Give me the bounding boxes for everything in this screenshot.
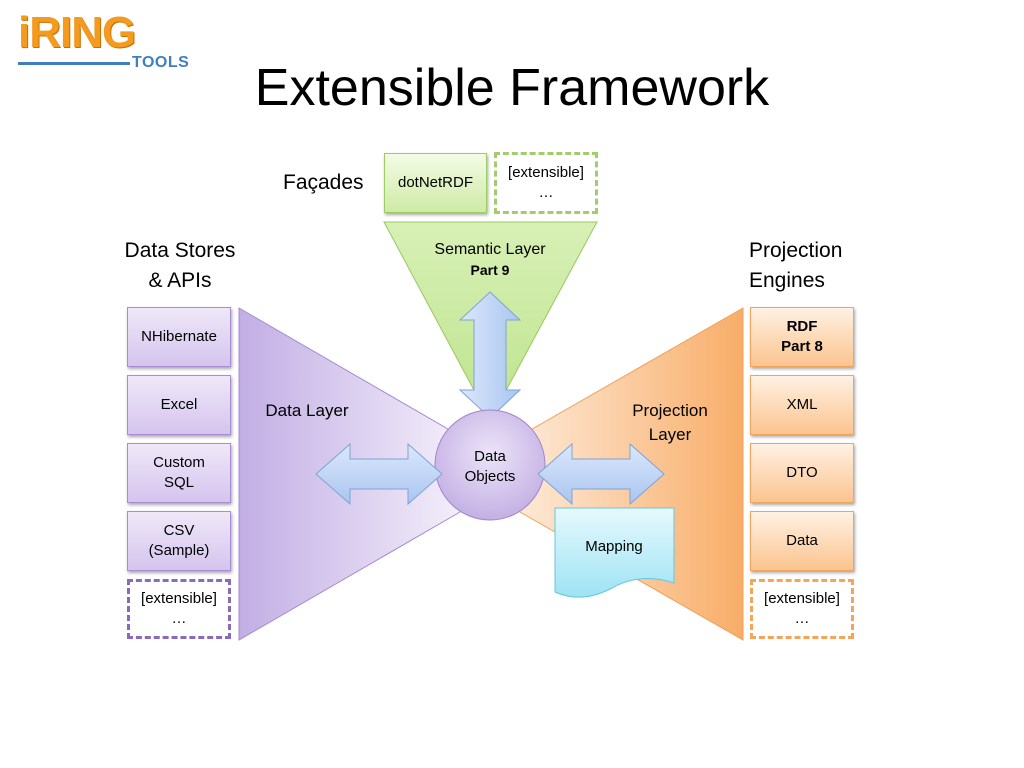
data-store-label-line1: CSV xyxy=(163,522,195,539)
projection-label: Data xyxy=(786,532,818,549)
semantic-layer-label: Semantic Layer xyxy=(434,241,546,258)
projection-box-dto: DTO xyxy=(750,443,854,503)
data-store-extensible-line1: [extensible] xyxy=(141,590,217,607)
projection-label: XML xyxy=(786,396,818,413)
projection-label-line2: Part 8 xyxy=(781,338,823,355)
facade-extensible-line1: [extensible] xyxy=(508,164,584,181)
projection-extensible-box: [extensible] … xyxy=(750,579,854,639)
projection-engines-heading-line1: Projection xyxy=(749,239,843,262)
facade-extensible-box: [extensible] … xyxy=(494,152,598,214)
projection-layer-label-line1: Projection xyxy=(632,401,708,420)
projection-label-line1: RDF xyxy=(786,318,818,335)
projection-layer-label-line2: Layer xyxy=(649,425,692,444)
data-store-extensible-line2: … xyxy=(171,610,187,627)
data-objects-circle xyxy=(434,409,546,521)
data-stores-heading-line2: & APIs xyxy=(148,269,212,292)
data-store-box-custom-sql: Custom SQL xyxy=(127,443,231,503)
projection-label: DTO xyxy=(786,464,818,481)
projection-box-rdf: RDF Part 8 xyxy=(750,307,854,367)
data-layer-label: Data Layer xyxy=(265,401,348,420)
logo-underline xyxy=(18,62,130,65)
data-objects-label-line2: Objects xyxy=(465,468,516,485)
logo-tools-text: TOOLS xyxy=(132,54,190,71)
semantic-layer-part: Part 9 xyxy=(471,262,510,278)
projection-box-xml: XML xyxy=(750,375,854,435)
data-store-label: Excel xyxy=(160,396,198,413)
data-store-box-excel: Excel xyxy=(127,375,231,435)
projection-box-data: Data xyxy=(750,511,854,571)
data-stores-heading: Data Stores & APIs xyxy=(115,236,245,296)
facade-extensible-line2: … xyxy=(538,184,554,201)
logo-iring-text: iRING xyxy=(18,8,136,57)
facade-dotnetrdf-label: dotNetRDF xyxy=(397,174,474,191)
data-store-label-line2: SQL xyxy=(163,474,194,491)
projection-extensible-line2: … xyxy=(794,610,810,627)
data-store-extensible-box: [extensible] … xyxy=(127,579,231,639)
data-objects-label-line1: Data xyxy=(474,448,506,465)
data-store-box-csv: CSV (Sample) xyxy=(127,511,231,571)
mapping-document-shape xyxy=(554,507,675,598)
data-store-label: NHibernate xyxy=(141,328,217,345)
data-store-label-line1: Custom xyxy=(153,454,205,471)
data-store-box-nhibernate: NHibernate xyxy=(127,307,231,367)
data-store-label-line2: (Sample) xyxy=(148,542,210,559)
mapping-label: Mapping xyxy=(585,538,643,555)
projection-engines-heading-line2: Engines xyxy=(749,269,825,292)
facades-label: Façades xyxy=(283,171,364,194)
projection-extensible-line1: [extensible] xyxy=(764,590,840,607)
projection-engines-heading: Projection Engines xyxy=(749,236,842,296)
iring-tools-logo: iRING TOOLS xyxy=(18,8,190,82)
data-stores-heading-line1: Data Stores xyxy=(124,239,236,262)
facade-dotnetrdf-box: dotNetRDF xyxy=(384,153,487,213)
slide-title: Extensible Framework xyxy=(254,59,770,117)
data-layer-double-arrow xyxy=(315,442,443,506)
projection-layer-double-arrow xyxy=(537,442,665,506)
